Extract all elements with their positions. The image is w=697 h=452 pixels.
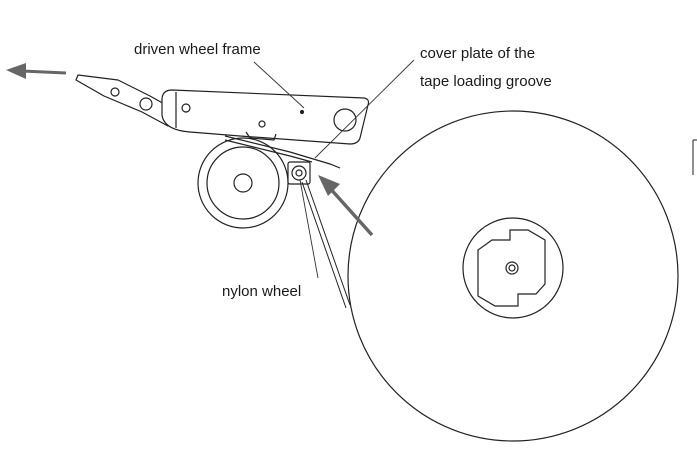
reel-spindle-outer (505, 261, 519, 275)
driven-wheel-frame (161, 89, 370, 145)
leader-cover-plate (314, 59, 415, 159)
right-edge-part (692, 139, 697, 175)
label-nylon-wheel: nylon wheel (222, 283, 302, 300)
insert-arrow-icon (318, 175, 374, 237)
label-cover-plate-line2: tape loading groove (420, 73, 552, 90)
reel-outer-circle (347, 110, 679, 442)
nylon-wheel (287, 161, 311, 185)
driven-wheel (197, 137, 289, 229)
driven-wheel-rim (206, 146, 280, 220)
leader-nylon-wheel (299, 179, 319, 279)
label-driven-wheel-frame: driven wheel frame (134, 41, 261, 58)
leader-driven-frame (253, 61, 305, 109)
reel-hub-cutout (477, 229, 546, 307)
label-cover-plate-line1: cover plate of the (420, 45, 536, 62)
driven-wheel-outer (197, 137, 289, 229)
cover-plate (224, 135, 341, 169)
tape-reel (347, 110, 679, 442)
driven-wheel-axle (233, 173, 253, 193)
reel-spindle-inner (508, 264, 516, 272)
leader-lines (253, 59, 415, 279)
left-arrow-icon (6, 63, 67, 79)
tape-path (301, 179, 351, 309)
reel-hub-circle (462, 217, 564, 319)
